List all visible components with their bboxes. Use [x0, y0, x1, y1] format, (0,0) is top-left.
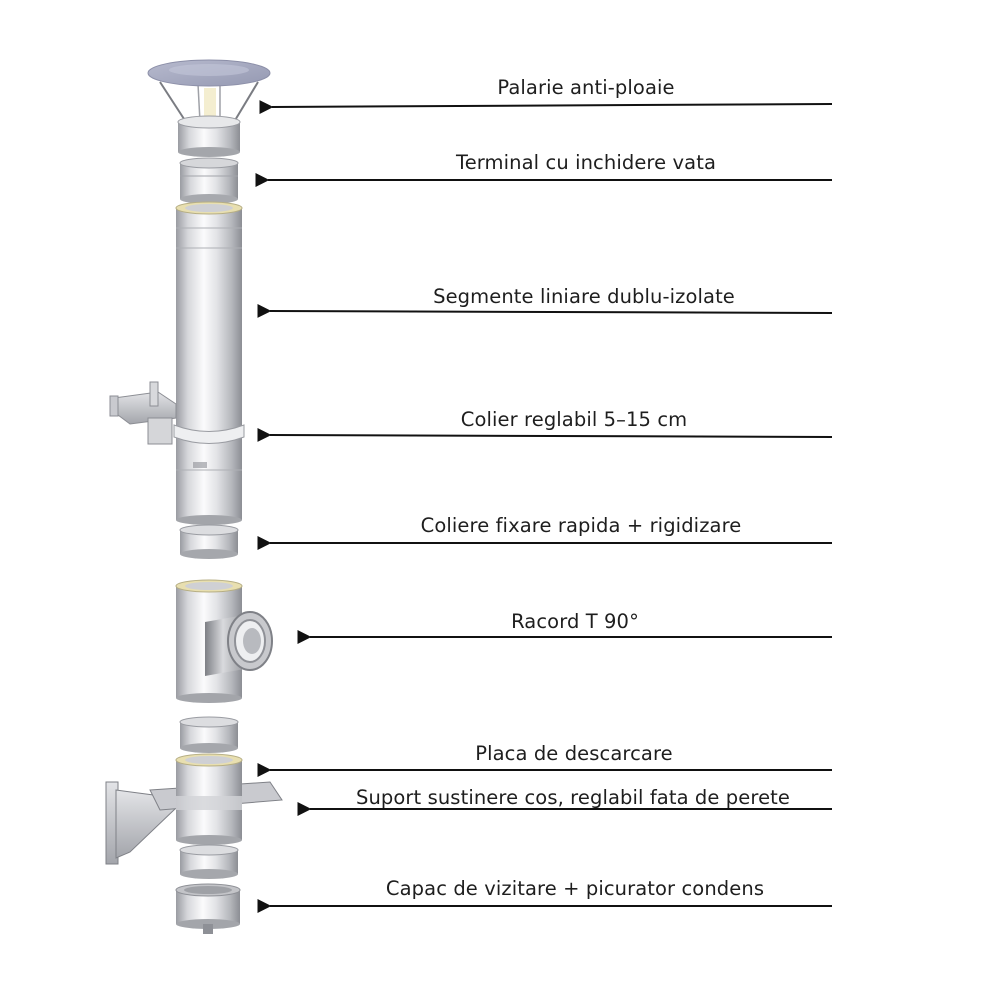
arrow-clamp	[257, 427, 833, 442]
label-plate: Placa de descarcare	[475, 742, 673, 765]
label-terminal: Terminal cu inchidere vata	[455, 151, 717, 174]
wall-support-bracket	[105, 753, 283, 865]
label-cap: Palarie anti-ploaie	[497, 76, 675, 99]
insulated-segment	[175, 201, 243, 525]
tee-fitting	[175, 579, 273, 703]
arrow-cap	[259, 100, 833, 115]
label-quick-clamp: Coliere fixare rapida + rigidizare	[420, 514, 742, 537]
lower-ring	[179, 844, 239, 879]
terminal-piece	[179, 157, 239, 204]
cleanout-cap	[175, 883, 241, 934]
quick-fix-clamp	[179, 524, 239, 559]
label-segments: Segmente liniare dublu-izolate	[433, 285, 735, 308]
arrow-segments	[257, 303, 833, 318]
connector-ring	[179, 716, 239, 753]
adjustable-clamp	[109, 381, 245, 445]
label-tee: Racord T 90°	[511, 610, 639, 633]
label-cleanout: Capac de vizitare + picurator condens	[385, 877, 765, 900]
label-support: Suport sustinere cos, reglabil fata de p…	[355, 786, 791, 809]
callout-arrows	[255, 100, 833, 913]
label-clamp: Colier reglabil 5–15 cm	[460, 408, 688, 431]
rain-cap	[147, 59, 271, 157]
